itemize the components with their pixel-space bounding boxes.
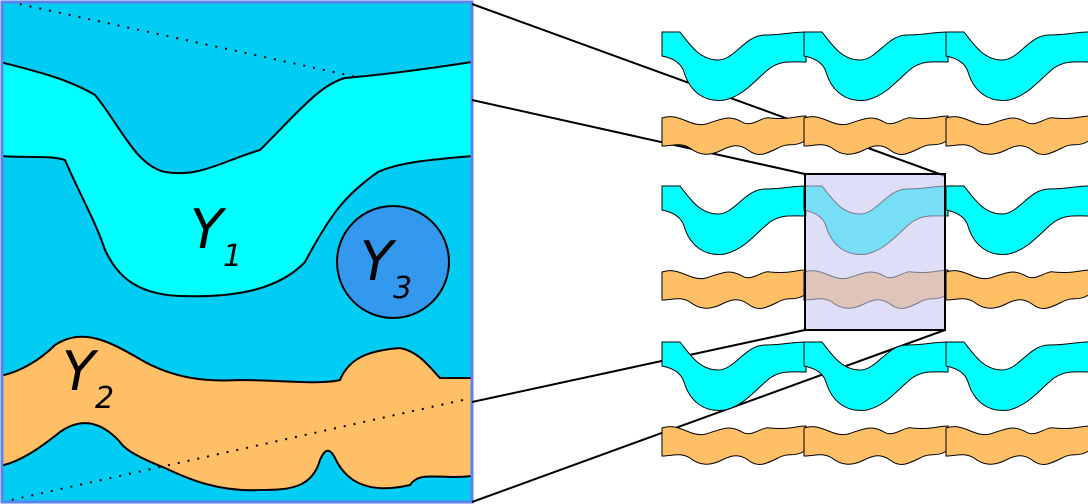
cyan-strip-2-3 <box>945 185 1088 255</box>
inclusion-y3-circle <box>336 205 450 319</box>
label-y1: Y1 <box>190 198 242 274</box>
label-y2: Y2 <box>62 340 114 416</box>
orange-strip-2-1 <box>661 269 807 309</box>
cyan-strip-3-2 <box>803 341 949 411</box>
orange-strip-1-2 <box>803 115 949 155</box>
view-line-lower-dotted <box>2 397 472 502</box>
cyan-strip-3-3 <box>945 341 1088 411</box>
orange-strip-1-3 <box>945 115 1088 155</box>
selected-cell-window <box>804 173 946 331</box>
phase-y1-region <box>2 60 472 298</box>
phase-y2-region <box>2 335 472 492</box>
orange-strip-3-3 <box>945 425 1088 465</box>
cyan-strip-1-2 <box>803 31 949 101</box>
orange-row-3 <box>661 425 1088 465</box>
orange-row-1 <box>661 115 1088 155</box>
projection-line-upper <box>471 99 806 175</box>
orange-strip-3-2 <box>803 425 949 465</box>
cell-border <box>0 0 474 504</box>
projection-line-lower <box>471 329 806 403</box>
orange-strip-3-1 <box>661 425 807 465</box>
zoomed-cell: Y1 Y3 Y2 <box>0 0 474 504</box>
cyan-strip-3-1 <box>661 341 807 411</box>
cyan-strip-1-3 <box>945 31 1088 101</box>
projection-line-bottom <box>471 329 946 503</box>
cyan-row-1 <box>661 31 1088 101</box>
cyan-row-3 <box>661 341 1088 411</box>
orange-strip-1-1 <box>661 115 807 155</box>
cyan-strip-2-1 <box>661 185 807 255</box>
label-y3: Y3 <box>360 230 412 306</box>
orange-strip-2-3 <box>945 269 1088 309</box>
cyan-strip-1-1 <box>661 31 807 101</box>
